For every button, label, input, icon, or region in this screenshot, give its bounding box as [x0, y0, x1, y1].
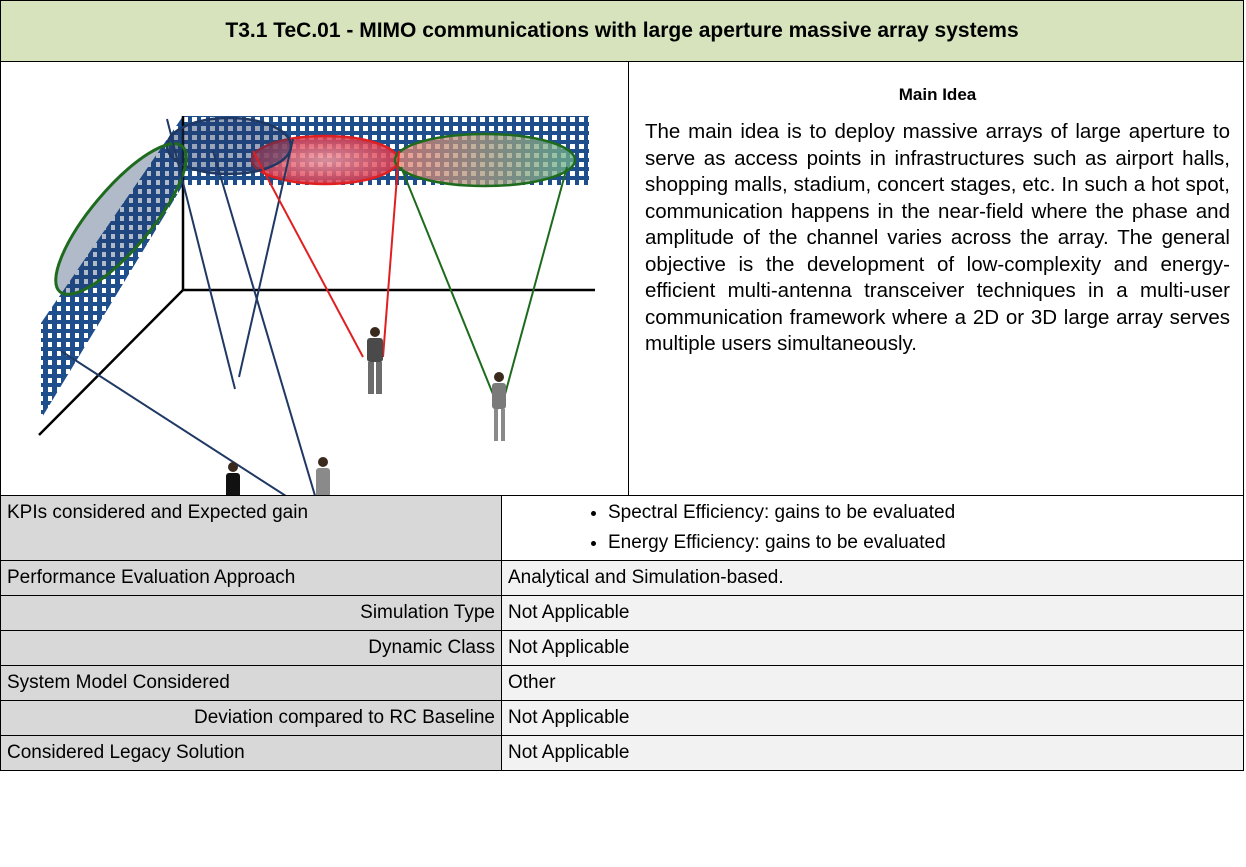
user-icon: [226, 462, 240, 496]
legacy-label: Considered Legacy Solution: [0, 735, 502, 771]
table-row: Simulation Type Not Applicable: [0, 595, 1244, 631]
table-row: Considered Legacy Solution Not Applicabl…: [0, 735, 1244, 771]
user-icon: [492, 372, 506, 441]
legacy-value: Not Applicable: [501, 735, 1244, 771]
table-row: System Model Considered Other: [0, 665, 1244, 701]
perf-eval-value: Analytical and Simulation-based.: [501, 560, 1244, 596]
table-row: Performance Evaluation Approach Analytic…: [0, 560, 1244, 596]
page-title: T3.1 TeC.01 - MIMO communications with l…: [0, 0, 1244, 62]
perf-eval-label: Performance Evaluation Approach: [0, 560, 502, 596]
system-model-value: Other: [501, 665, 1244, 701]
dynamic-class-value: Not Applicable: [501, 630, 1244, 666]
user-icon: [316, 457, 330, 496]
kpi-label: KPIs considered and Expected gain: [0, 495, 502, 561]
table-row: KPIs considered and Expected gain Spectr…: [0, 495, 1244, 561]
deviation-value: Not Applicable: [501, 700, 1244, 736]
dynamic-class-label: Dynamic Class: [0, 630, 502, 666]
system-model-label: System Model Considered: [0, 665, 502, 701]
kpi-list: Spectral Efficiency: gains to be evaluat…: [508, 502, 1237, 554]
main-idea-cell: Main Idea The main idea is to deploy mas…: [629, 61, 1243, 496]
sim-type-value: Not Applicable: [501, 595, 1244, 631]
main-idea-heading: Main Idea: [898, 85, 977, 104]
main-idea-text: The main idea is to deploy massive array…: [645, 120, 1230, 355]
user-icon: [367, 327, 383, 394]
wall-antenna-array: [41, 116, 183, 419]
kpi-value: Spectral Efficiency: gains to be evaluat…: [501, 495, 1244, 561]
beam-lines: [60, 118, 568, 496]
massive-array-figure: [38, 116, 595, 496]
table-row: Deviation compared to RC Baseline Not Ap…: [0, 700, 1244, 736]
deviation-label: Deviation compared to RC Baseline: [0, 700, 502, 736]
list-item: Spectral Efficiency: gains to be evaluat…: [608, 502, 1237, 524]
main-idea-section: Main Idea The main idea is to deploy mas…: [0, 61, 1244, 496]
sim-type-label: Simulation Type: [0, 595, 502, 631]
figure-cell: [1, 61, 629, 496]
user-figures: [226, 327, 506, 496]
list-item: Energy Efficiency: gains to be evaluated: [608, 532, 1237, 554]
table-row: Dynamic Class Not Applicable: [0, 630, 1244, 666]
properties-table: KPIs considered and Expected gain Spectr…: [0, 495, 1244, 771]
